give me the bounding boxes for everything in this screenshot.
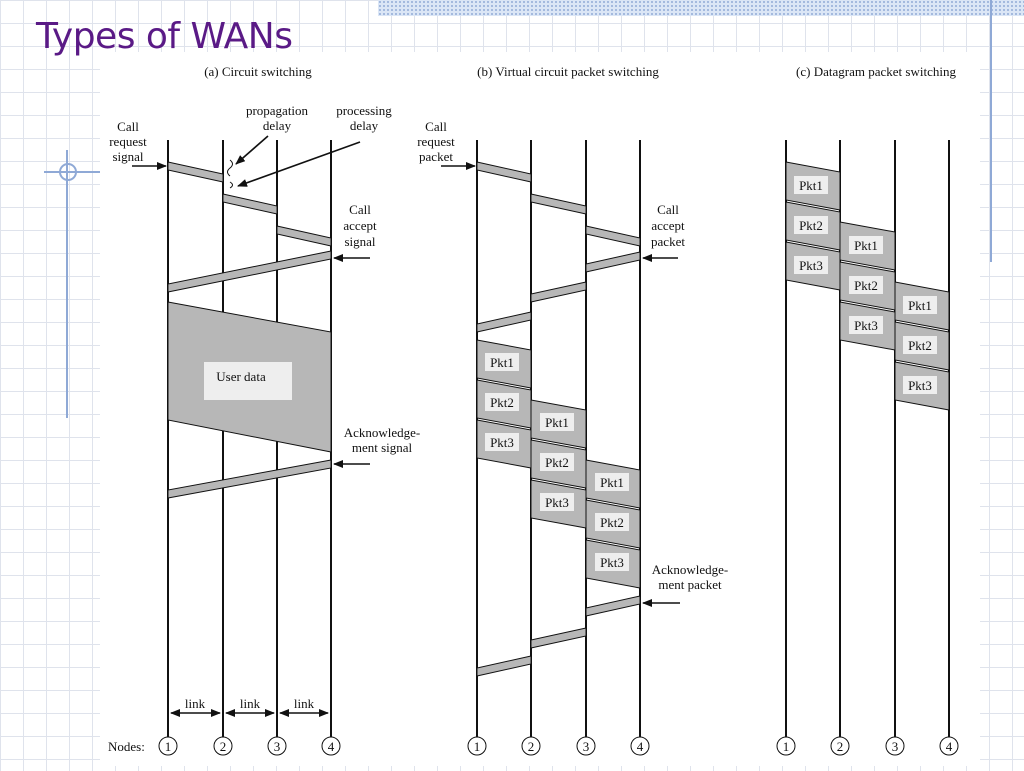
wan-switching-diagram: (a) Circuit switching User data Call req… [100,52,980,766]
svg-text:3: 3 [892,739,899,754]
vc-ack-hop-1 [585,595,641,617]
vc-pkt2-label-hop1: Pkt2 [490,395,514,410]
node-circle-c3: 3 [885,736,905,756]
right-decorative-rule [990,0,992,262]
node-circle-a2: 2 [213,736,233,756]
call-accept-label-2: accept [343,218,377,233]
request-hop-1 [167,161,224,183]
node-circle-b3: 3 [576,736,596,756]
vc-request-hop-1 [476,161,532,183]
vc-pkt3-label-hop2: Pkt3 [545,495,569,510]
panel-a-heading: (a) Circuit switching [204,64,312,79]
svg-text:4: 4 [328,739,335,754]
node-circle-c2: 2 [830,736,850,756]
svg-text:1: 1 [165,739,172,754]
panel-c-heading: (c) Datagram packet switching [796,64,956,79]
vc-ack-hop-2 [530,627,587,649]
ack-label-2: ment signal [352,440,413,455]
dg-pkt2-label-hop3: Pkt2 [908,338,932,353]
node-circle-b2: 2 [521,736,541,756]
node-circle-a4: 4 [321,736,341,756]
processing-label-1: processing [336,103,392,118]
panel-datagram: (c) Datagram packet switching Pkt1 Pkt2 … [776,64,959,756]
dg-pkt3-label-hop2: Pkt3 [854,318,878,333]
slide-title: Types of WANs [36,16,293,57]
call-accept-label-3: signal [344,234,375,249]
propagation-label-2: delay [263,118,292,133]
user-data-label-box [204,362,292,400]
svg-text:2: 2 [837,739,844,754]
panel-b-heading: (b) Virtual circuit packet switching [477,64,659,79]
vc-pkt1-label-hop3: Pkt1 [600,475,624,490]
panel-virtual-circuit: (b) Virtual circuit packet switching Pkt… [417,64,729,756]
link-3-label: link [294,696,315,711]
vc-request-hop-3 [585,225,641,247]
vc-accept-hop-2 [530,281,587,303]
vc-pkt3-label-hop3: Pkt3 [600,555,624,570]
vc-accept-label-2: accept [651,218,685,233]
dg-pkt1-label-hop3: Pkt1 [908,298,932,313]
vc-pkt2-label-hop3: Pkt2 [600,515,624,530]
delay-brace [227,159,233,189]
node-circle-a3: 3 [267,736,287,756]
dg-pkt2-label-hop2: Pkt2 [854,278,878,293]
nodes-label: Nodes: [108,739,145,754]
vc-pkt1-label-hop1: Pkt1 [490,355,514,370]
accept-signal-bar [167,250,332,293]
vc-pkt3-label-hop1: Pkt3 [490,435,514,450]
vc-ack-label-1: Acknowledge- [652,562,729,577]
vc-accept-hop-3 [476,311,532,333]
vc-request-label-3: packet [419,149,453,164]
dg-pkt2-label-hop1: Pkt2 [799,218,823,233]
call-accept-label-1: Call [349,202,371,217]
svg-text:4: 4 [637,739,644,754]
vc-ack-hop-3 [476,655,532,677]
vc-request-hop-2 [530,193,587,215]
call-request-label-3: signal [112,149,143,164]
node-circle-c4: 4 [939,736,959,756]
processing-arrow [237,141,361,187]
request-hop-2 [222,193,278,215]
call-request-label-1: Call [117,119,139,134]
link-1-label: link [185,696,206,711]
vc-request-label-2: request [417,134,455,149]
ack-signal-bar [167,459,332,499]
svg-text:1: 1 [783,739,790,754]
user-data-label: User data [216,369,266,384]
propagation-arrow [235,135,269,165]
dg-pkt1-label-hop2: Pkt1 [854,238,878,253]
svg-text:3: 3 [583,739,590,754]
svg-text:2: 2 [220,739,227,754]
svg-text:1: 1 [474,739,481,754]
node-circle-c1: 1 [776,736,796,756]
left-decorative-rule [66,150,68,418]
processing-label-2: delay [350,118,379,133]
vc-accept-hop-1 [585,251,641,273]
header-dotted-band [378,0,1024,16]
svg-text:4: 4 [946,739,953,754]
propagation-label-1: propagation [246,103,309,118]
svg-text:3: 3 [274,739,281,754]
dg-pkt1-label-hop1: Pkt1 [799,178,823,193]
vc-request-label-1: Call [425,119,447,134]
dg-pkt3-label-hop1: Pkt3 [799,258,823,273]
dg-pkt3-label-hop3: Pkt3 [908,378,932,393]
vc-pkt1-label-hop2: Pkt1 [545,415,569,430]
svg-text:2: 2 [528,739,535,754]
vc-accept-label-3: packet [651,234,685,249]
call-request-label-2: request [109,134,147,149]
request-hop-3 [276,225,332,247]
link-2-label: link [240,696,261,711]
node-circle-b4: 4 [630,736,650,756]
ack-label-1: Acknowledge- [344,425,421,440]
vc-pkt2-label-hop2: Pkt2 [545,455,569,470]
node-circle-b1: 1 [467,736,487,756]
node-circle-a1: 1 [158,736,178,756]
crosshair-icon [44,163,102,181]
vc-ack-label-2: ment packet [658,577,722,592]
vc-accept-label-1: Call [657,202,679,217]
panel-circuit-switching: (a) Circuit switching User data Call req… [108,64,421,756]
